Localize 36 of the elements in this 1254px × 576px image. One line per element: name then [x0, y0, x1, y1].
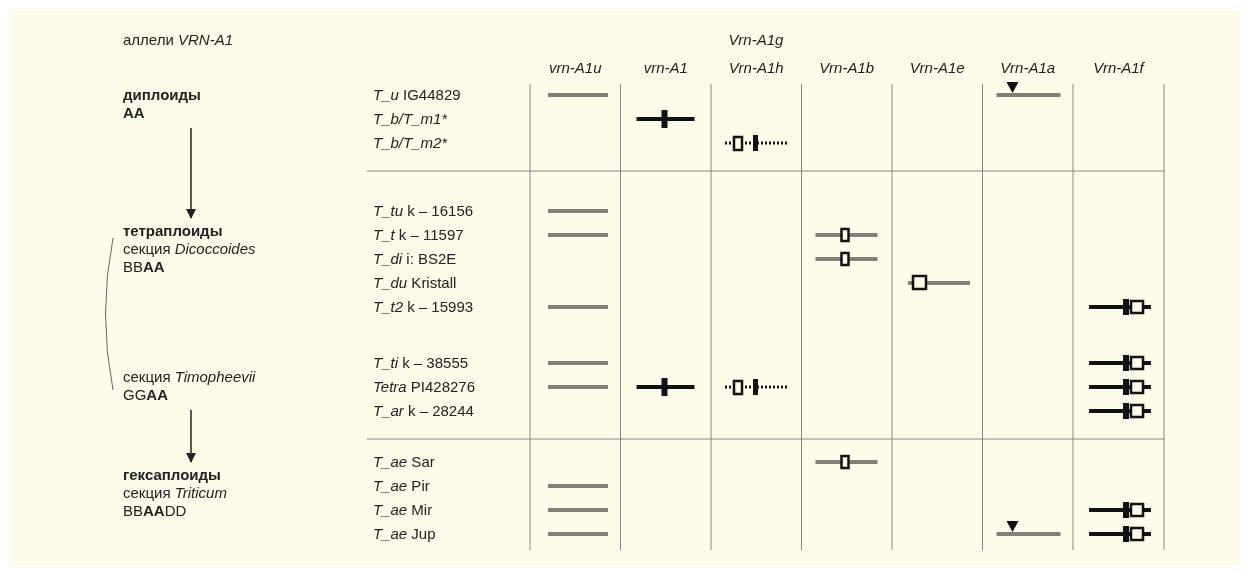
column-header: Vrn-A1e — [909, 59, 965, 77]
row-label: T_u IG44829 — [373, 86, 461, 104]
column-header: Vrn-A1f — [1093, 59, 1144, 77]
ploidy-heading: гексаплоиды — [123, 466, 222, 484]
column-group-header: Vrn-A1g — [728, 31, 784, 49]
genome-formula: GGAA — [123, 386, 169, 404]
arrow — [186, 127, 196, 219]
column-title: аллели VRN-A1 — [123, 31, 233, 49]
column-header: Vrn-A1h — [728, 59, 784, 77]
section-label: секция Timopheevii — [123, 368, 256, 386]
column-header: vrn-A1 — [643, 59, 688, 77]
ploidy-heading: тетраплоиды — [123, 222, 224, 240]
genome-formula: BBAA — [123, 258, 166, 276]
row-label: T_ae Sar — [373, 453, 435, 471]
column-header: Vrn-A1b — [819, 59, 875, 77]
column-header: Vrn-A1a — [1000, 59, 1056, 77]
row-label: T_b/T_m1* — [373, 110, 448, 128]
row-label: T_ae Pir — [373, 477, 430, 495]
row-label: T_tu k – 16156 — [373, 202, 474, 220]
section-label: секция Dicoccoides — [123, 240, 256, 258]
genome-formula: AA — [123, 104, 146, 122]
arrow — [186, 409, 196, 463]
row-label: T_di i: BS2E — [373, 250, 457, 268]
row-label: T_ae Jup — [373, 525, 436, 543]
row-label: T_t2 k – 15993 — [373, 298, 474, 316]
row-label: T_b/T_m2* — [373, 134, 448, 152]
row-label: Tetra PI428276 — [373, 378, 476, 396]
row-label: T_du Kristall — [373, 274, 457, 292]
row-label: T_ti k – 38555 — [373, 354, 469, 372]
row-label: T_t k – 11597 — [373, 226, 464, 244]
section-label: секция Triticum — [123, 484, 227, 502]
ploidy-heading: диплоиды — [123, 86, 201, 104]
genome-formula: BBAADD — [123, 502, 188, 520]
column-header: vrn-A1u — [549, 59, 602, 77]
row-label: T_ae Mir — [373, 501, 433, 519]
row-label: T_ar k – 28244 — [373, 402, 474, 420]
